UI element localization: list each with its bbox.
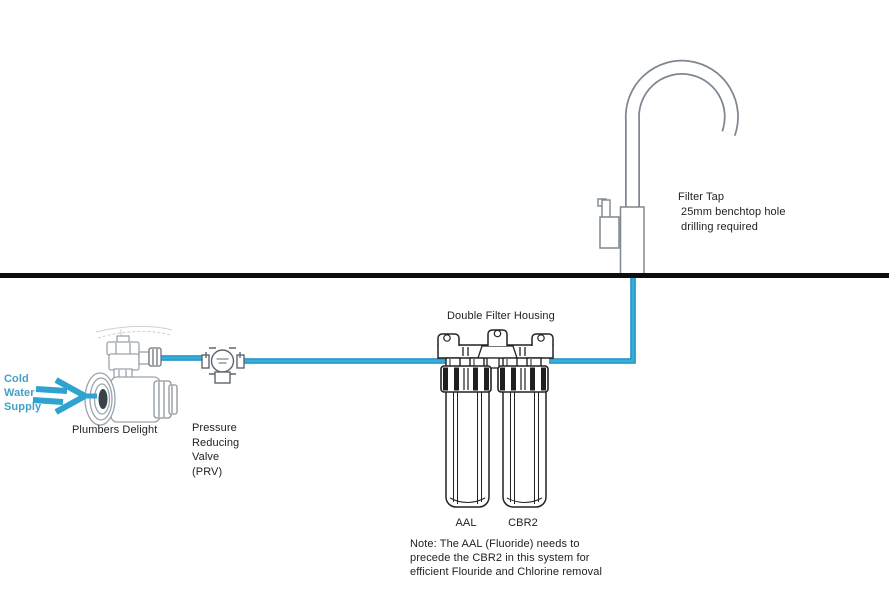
filter-tap-drawing [597, 59, 739, 275]
filter-tap-label-line: drilling required [681, 221, 758, 233]
note-line: efficient Flouride and Chlorine removal [410, 566, 603, 578]
cold-water-supply-line: Water [4, 387, 35, 399]
double-filter-housing-label: Double Filter Housing [447, 310, 555, 322]
prv-label-line: Valve [192, 451, 220, 463]
prv-label-line: (PRV) [192, 465, 223, 478]
filter-order-note: Note: The AAL (Fluoride) needs to preced… [410, 537, 602, 579]
double-filter-housing-drawing [437, 329, 554, 508]
water-pipe [159, 272, 636, 364]
cold-water-supply-label: Cold Water Supply [4, 372, 41, 414]
prv-label-line: Reducing [192, 436, 240, 449]
plumbers-delight-valve-drawing [84, 325, 178, 426]
filter-aal-label: AAL [455, 517, 477, 529]
benchtop-line [0, 273, 889, 278]
prv-label: Pressure Reducing Valve (PRV) [192, 421, 239, 479]
note-line: Note: The AAL (Fluoride) needs to [410, 538, 580, 550]
filter-cbr2-label: CBR2 [508, 517, 538, 529]
cold-water-arrow-icon [32, 377, 97, 415]
filter-tap-label-line: Filter Tap [678, 191, 725, 203]
filter-tap-label: Filter Tap 25mm benchtop hole drilling r… [678, 190, 786, 235]
cold-water-supply-line: Cold [4, 373, 29, 385]
plumbers-delight-label: Plumbers Delight [72, 424, 158, 436]
cold-water-supply-line: Supply [4, 401, 42, 413]
filter-tap-label-line: 25mm benchtop hole [681, 206, 786, 218]
prv-label-line: Pressure [192, 422, 237, 434]
prv-drawing [201, 347, 245, 384]
note-line: precede the CBR2 in this system for [410, 552, 590, 564]
